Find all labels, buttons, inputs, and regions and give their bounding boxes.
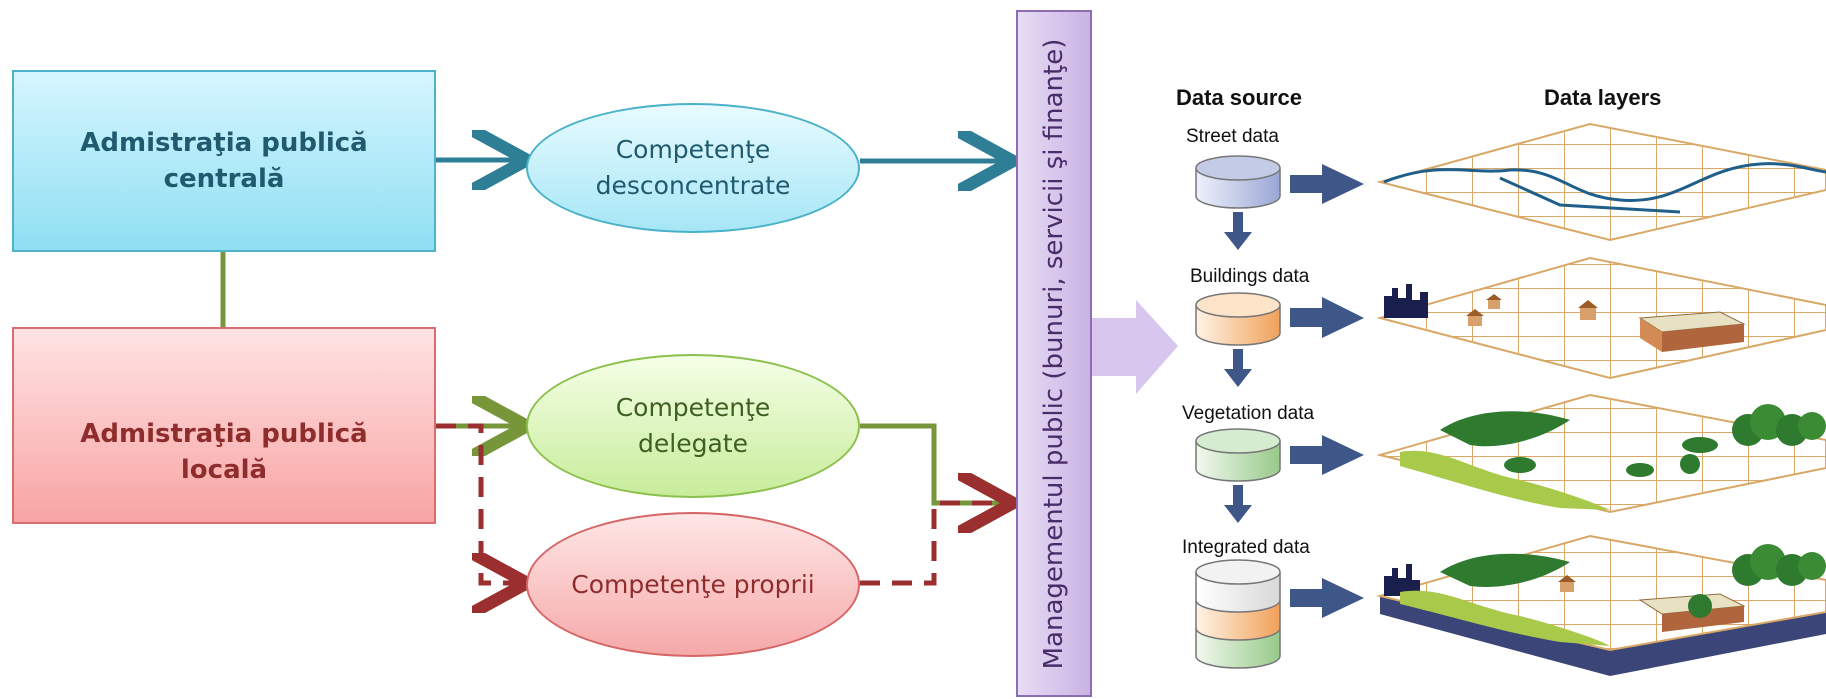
right-arrows <box>1290 164 1364 618</box>
integrated-layer <box>1376 534 1826 676</box>
own-ellipse: Competenţe proprii <box>526 512 860 657</box>
down-arrows <box>1224 212 1252 523</box>
street-layer <box>1376 122 1826 242</box>
buildings-layer <box>1376 256 1826 380</box>
central-admin-box: Admistraţia publică centrală <box>12 70 436 252</box>
source-label-integrated: Integrated data <box>1182 537 1310 558</box>
central-admin-label: Admistraţia publică centrală <box>80 128 368 194</box>
vegetation-data-cylinder <box>1195 428 1281 482</box>
big-purple-arrow <box>1092 300 1178 394</box>
street-data-cylinder <box>1195 155 1281 209</box>
source-label-street: Street data <box>1186 126 1279 147</box>
delegated-label: Competenţe delegate <box>615 393 771 458</box>
local-admin-label: Admistraţia publică locală <box>80 419 368 485</box>
buildings-data-cylinder <box>1195 292 1281 346</box>
delegated-ellipse: Competenţe delegate <box>526 354 860 498</box>
dashed-own-to-management <box>860 503 1008 586</box>
data-layers-header: Data layers <box>1544 85 1662 110</box>
deconcentrated-ellipse: Competenţe desconcentrate <box>526 103 860 233</box>
vegetation-layer <box>1376 393 1826 514</box>
data-source-header: Data source <box>1176 85 1302 110</box>
local-admin-box: Admistraţia publică locală <box>12 327 436 524</box>
source-label-buildings: Buildings data <box>1190 266 1310 287</box>
integrated-data-cylinder <box>1195 559 1281 669</box>
public-management-bar: Managementul public (bunuri, servicii şi… <box>1016 10 1092 697</box>
own-label: Competenţe proprii <box>571 569 815 599</box>
deconcentrated-label: Competenţe desconcentrate <box>595 135 791 200</box>
source-label-vegetation: Vegetation data <box>1182 403 1315 424</box>
